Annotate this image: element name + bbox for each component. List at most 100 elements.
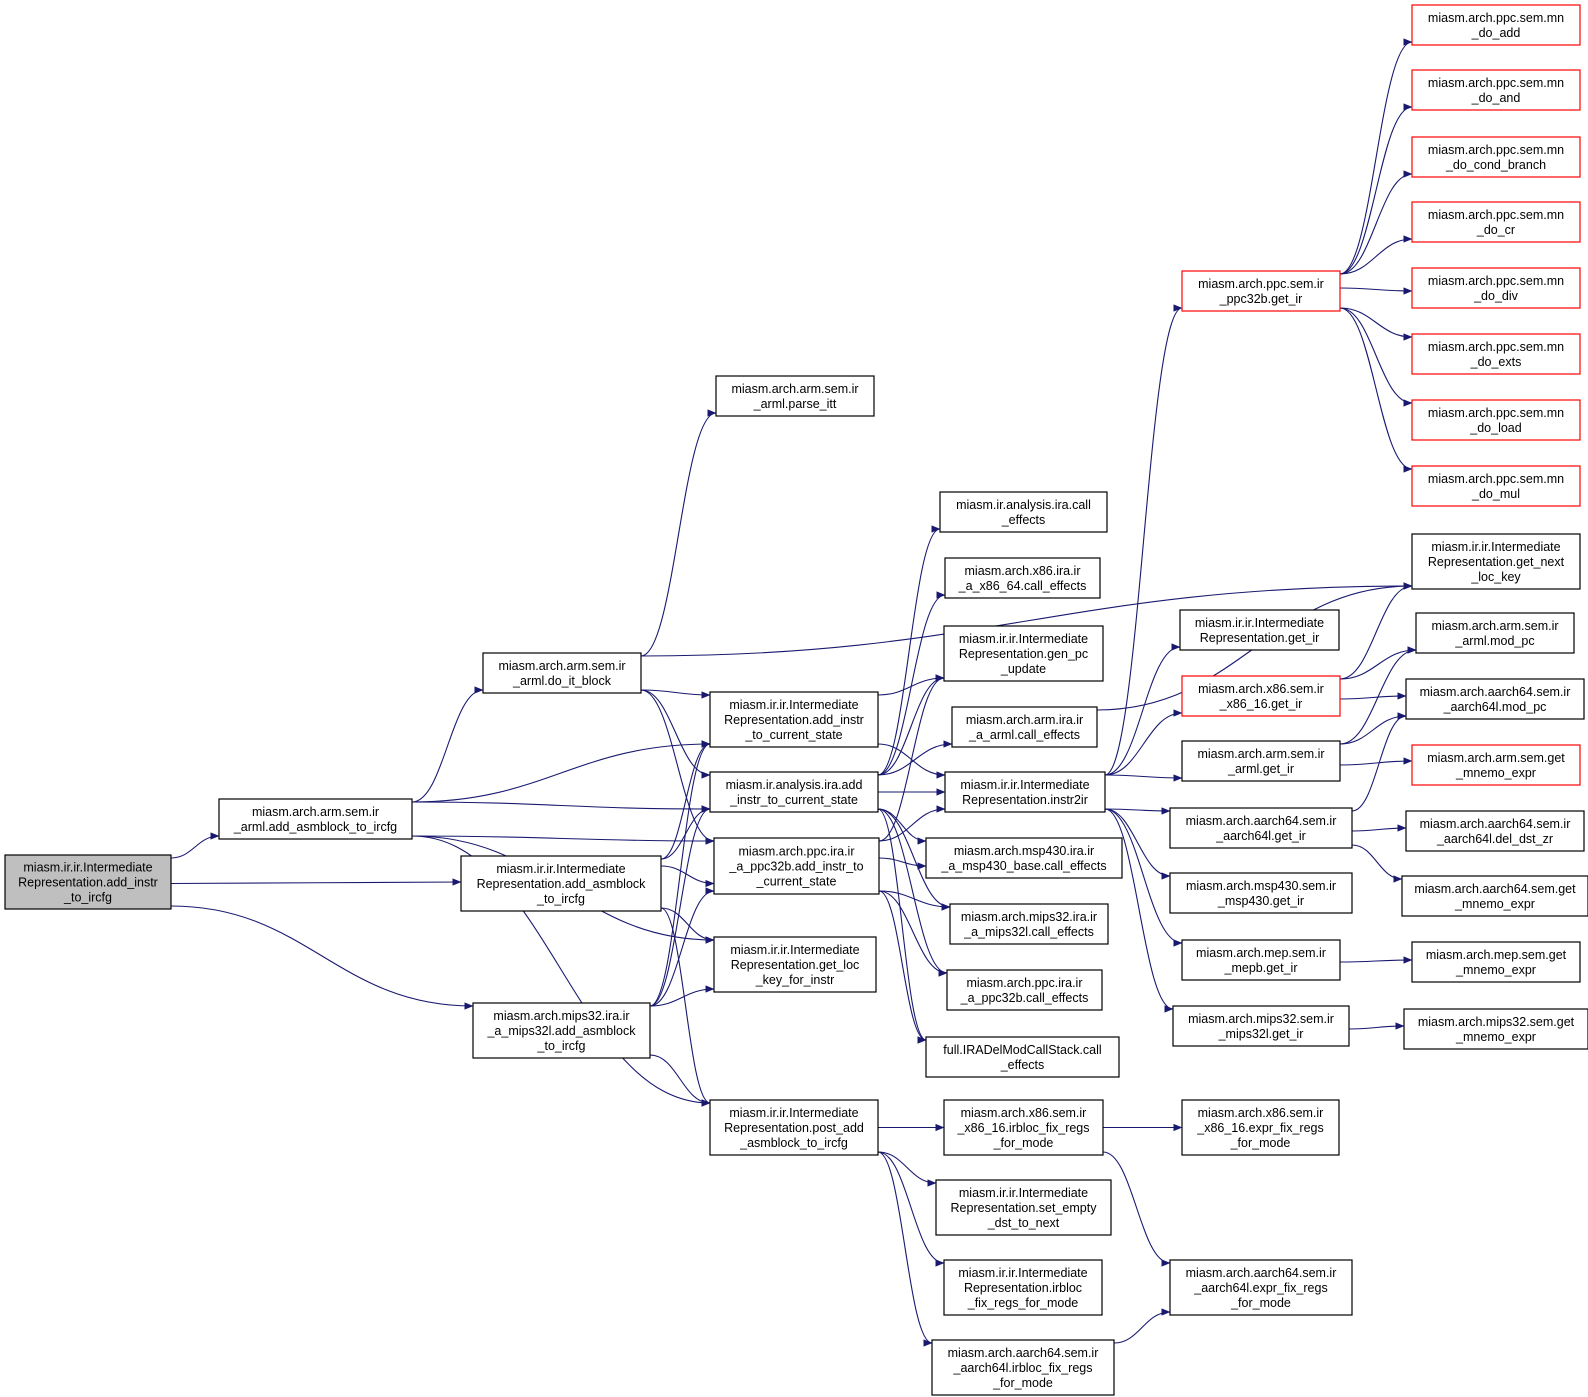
node-gen-pc-update[interactable]: miasm.ir.ir.IntermediateRepresentation.g… bbox=[943, 625, 1104, 682]
node-get-next-loc-key[interactable]: miasm.ir.ir.IntermediateRepresentation.g… bbox=[1411, 533, 1581, 590]
edge-ira_add_instr_cs-to-x86_64_call_eff bbox=[877, 591, 946, 776]
node-mn-do-cr[interactable]: miasm.arch.ppc.sem.mn_do_cr bbox=[1411, 201, 1581, 243]
node-box bbox=[713, 837, 880, 895]
node-label-line: miasm.arch.ppc.sem.mn bbox=[1428, 274, 1564, 288]
node-label-line: miasm.arch.ppc.sem.mn bbox=[1428, 340, 1564, 354]
node-box bbox=[218, 798, 413, 840]
node-ppc-add-instr-cs[interactable]: miasm.arch.ppc.ira.ir_a_ppc32b.add_instr… bbox=[713, 837, 880, 895]
node-mips-get-ir[interactable]: miasm.arch.mips32.sem.ir_mips32l.get_ir bbox=[1172, 1005, 1350, 1047]
node-label-line: _x86_16.expr_fix_regs bbox=[1196, 1121, 1323, 1135]
node-arm-add-asm[interactable]: miasm.arch.arm.sem.ir_arml.add_asmblock_… bbox=[218, 798, 413, 840]
edge-mips_add_asm-to-post_add bbox=[649, 1054, 711, 1107]
node-arm-call-eff[interactable]: miasm.arch.arm.ira.ir_a_arml.call_effect… bbox=[951, 706, 1098, 748]
node-mep-get-ir[interactable]: miasm.arch.mep.sem.ir_mepb.get_ir bbox=[1181, 939, 1341, 981]
node-ppc-call-eff[interactable]: miasm.arch.ppc.ira.ir_a_ppc32b.call_effe… bbox=[946, 969, 1103, 1011]
node-get-loc-key[interactable]: miasm.ir.ir.IntermediateRepresentation.g… bbox=[713, 936, 877, 993]
node-label-line: miasm.arch.aarch64.sem.ir bbox=[1420, 817, 1571, 831]
node-root[interactable]: miasm.ir.ir.IntermediateRepresentation.a… bbox=[4, 854, 172, 910]
node-arm-mod-pc[interactable]: miasm.arch.arm.sem.ir_arml.mod_pc bbox=[1415, 612, 1575, 654]
node-box bbox=[1411, 201, 1581, 243]
node-box bbox=[1411, 69, 1581, 111]
edge-arm_add_asm-to-ir_add_instr_cs bbox=[411, 740, 711, 803]
node-box bbox=[931, 1339, 1115, 1396]
node-x86-get-ir[interactable]: miasm.arch.x86.sem.ir_x86_16.get_ir bbox=[1181, 675, 1341, 717]
node-box bbox=[943, 625, 1104, 682]
node-box bbox=[1411, 399, 1581, 441]
edge-ppc_get_ir-to-mn_do_cond_branch bbox=[1339, 170, 1413, 275]
node-ir-add-asm[interactable]: miasm.ir.ir.IntermediateRepresentation.a… bbox=[460, 855, 662, 912]
node-label-line: _for_mode bbox=[992, 1376, 1053, 1390]
node-post-add[interactable]: miasm.ir.ir.IntermediateRepresentation.p… bbox=[709, 1099, 879, 1156]
node-label-line: _to_ircfg bbox=[536, 892, 585, 906]
node-aarch64-get-mnemo[interactable]: miasm.arch.aarch64.sem.get_mnemo_expr bbox=[1401, 875, 1588, 917]
node-instr2ir[interactable]: miasm.ir.ir.IntermediateRepresentation.i… bbox=[944, 771, 1106, 813]
edge-ppc_get_ir-to-mn_do_and bbox=[1339, 103, 1413, 275]
edge-arm_do_it-to-ppc_add_instr_cs bbox=[640, 689, 715, 845]
node-label-line: miasm.ir.ir.Intermediate bbox=[959, 1186, 1088, 1200]
node-ira-call-eff[interactable]: miasm.ir.analysis.ira.call_effects bbox=[939, 491, 1108, 533]
node-aarch64-get-ir[interactable]: miasm.arch.aarch64.sem.ir_aarch64l.get_i… bbox=[1169, 807, 1353, 849]
node-arm-get-ir[interactable]: miasm.arch.arm.sem.ir_arml.get_ir bbox=[1181, 740, 1341, 782]
node-label-line: _key_for_instr bbox=[755, 973, 835, 987]
edge-ppc_add_instr_cs-to-instr2ir bbox=[878, 805, 946, 842]
node-label-line: Representation.get_ir bbox=[1200, 631, 1320, 645]
node-x86-irbloc-fix[interactable]: miasm.arch.x86.sem.ir_x86_16.irbloc_fix_… bbox=[943, 1099, 1104, 1156]
node-arm-get-mnemo[interactable]: miasm.arch.arm.sem.get_mnemo_expr bbox=[1411, 744, 1581, 786]
node-label-line: _for_mode bbox=[1230, 1296, 1291, 1310]
edge-instr2ir-to-mep_get_ir bbox=[1104, 808, 1183, 947]
node-x86-64-call-eff[interactable]: miasm.arch.x86.ira.ir_a_x86_64.call_effe… bbox=[944, 557, 1101, 599]
node-aarch64-expr-fix[interactable]: miasm.arch.aarch64.sem.ir_aarch64l.expr_… bbox=[1169, 1259, 1353, 1316]
edge-root-to-ir_add_asm bbox=[170, 878, 462, 886]
edge-x86_get_ir-to-arm_mod_pc bbox=[1339, 646, 1417, 680]
node-mn-do-cond-branch[interactable]: miasm.arch.ppc.sem.mn_do_cond_branch bbox=[1411, 136, 1581, 178]
node-label-line: miasm.arch.mips32.ira.ir bbox=[493, 1009, 629, 1023]
node-label-line: _a_arml.call_effects bbox=[968, 728, 1080, 742]
node-label-line: _mepb.get_ir bbox=[1224, 961, 1298, 975]
node-label-line: _asmblock_to_ircfg bbox=[739, 1136, 848, 1150]
node-mn-do-exts[interactable]: miasm.arch.ppc.sem.mn_do_exts bbox=[1411, 333, 1581, 375]
edge-mep_get_ir-to-mep_get_mnemo bbox=[1339, 956, 1413, 964]
node-box bbox=[939, 491, 1108, 533]
node-ira-add-instr-cs[interactable]: miasm.ir.analysis.ira.add_instr_to_curre… bbox=[709, 771, 879, 813]
edge-x86_irbloc_fix-to-aarch64_expr_fix bbox=[1102, 1151, 1171, 1267]
node-label-line: miasm.arch.mips32.ira.ir bbox=[961, 910, 1097, 924]
node-mn-do-load[interactable]: miasm.arch.ppc.sem.mn_do_load bbox=[1411, 399, 1581, 441]
node-mn-do-mul[interactable]: miasm.arch.ppc.sem.mn_do_mul bbox=[1411, 465, 1581, 507]
node-label-line: miasm.arch.aarch64.sem.ir bbox=[1186, 1266, 1337, 1280]
node-ppc-get-ir[interactable]: miasm.arch.ppc.sem.ir_ppc32b.get_ir bbox=[1181, 270, 1341, 312]
node-box bbox=[944, 771, 1106, 813]
node-box bbox=[1411, 267, 1581, 309]
node-msp430-call-eff[interactable]: miasm.arch.msp430.ira.ir_a_msp430_base.c… bbox=[925, 837, 1123, 879]
node-aarch64-del-dst[interactable]: miasm.arch.aarch64.sem.ir_aarch64l.del_d… bbox=[1405, 810, 1585, 852]
node-mn-do-add[interactable]: miasm.arch.ppc.sem.mn_do_add bbox=[1411, 4, 1581, 46]
node-label-line: _mnemo_expr bbox=[1454, 897, 1535, 911]
node-label-line: miasm.arch.msp430.ira.ir bbox=[954, 844, 1094, 858]
node-x86-expr-fix[interactable]: miasm.arch.x86.sem.ir_x86_16.expr_fix_re… bbox=[1181, 1099, 1340, 1156]
node-aarch64-irbloc-fix[interactable]: miasm.arch.aarch64.sem.ir_aarch64l.irblo… bbox=[931, 1339, 1115, 1396]
node-label-line: _do_cr bbox=[1476, 223, 1515, 237]
node-ir-irbloc-fix[interactable]: miasm.ir.ir.IntermediateRepresentation.i… bbox=[943, 1259, 1103, 1316]
node-label-line: miasm.arch.ppc.ira.ir bbox=[967, 976, 1083, 990]
node-mips-add-asm[interactable]: miasm.arch.mips32.ira.ir_a_mips32l.add_a… bbox=[472, 1002, 651, 1059]
node-arm-do-it[interactable]: miasm.arch.arm.sem.ir_arml.do_it_block bbox=[482, 652, 642, 694]
node-set-empty-dst[interactable]: miasm.ir.ir.IntermediateRepresentation.s… bbox=[935, 1179, 1112, 1236]
node-mips-get-mnemo[interactable]: miasm.arch.mips32.sem.get_mnemo_expr bbox=[1403, 1008, 1588, 1050]
node-full-call-eff[interactable]: full.IRADelModCallStack.call_effects bbox=[925, 1036, 1120, 1078]
edge-arm_add_asm-to-post_add bbox=[411, 835, 711, 1107]
node-label-line: _a_ppc32b.add_instr_to bbox=[728, 860, 863, 874]
node-mn-do-and[interactable]: miasm.arch.ppc.sem.mn_do_and bbox=[1411, 69, 1581, 111]
node-label-line: miasm.arch.ppc.sem.mn bbox=[1428, 472, 1564, 486]
edge-ppc_add_instr_cs-to-mips_call_eff bbox=[878, 890, 951, 911]
node-mn-do-div[interactable]: miasm.arch.ppc.sem.mn_do_div bbox=[1411, 267, 1581, 309]
node-mips-call-eff[interactable]: miasm.arch.mips32.ira.ir_a_mips32l.call_… bbox=[949, 903, 1109, 945]
node-ir-add-instr-cs[interactable]: miasm.ir.ir.IntermediateRepresentation.a… bbox=[709, 691, 879, 748]
edge-ira_add_instr_cs-to-msp430_call_eff bbox=[877, 808, 927, 845]
node-ir-get-ir[interactable]: miasm.ir.ir.IntermediateRepresentation.g… bbox=[1179, 609, 1340, 651]
node-aarch64-mod-pc[interactable]: miasm.arch.aarch64.sem.ir_aarch64l.mod_p… bbox=[1405, 678, 1585, 720]
node-label-line: _instr_to_current_state bbox=[729, 793, 858, 807]
node-mep-get-mnemo[interactable]: miasm.arch.mep.sem.get_mnemo_expr bbox=[1411, 941, 1581, 983]
edge-ir_add_asm-to-ir_add_instr_cs bbox=[660, 740, 711, 860]
node-msp430-get-ir[interactable]: miasm.arch.msp430.sem.ir_msp430.get_ir bbox=[1169, 872, 1353, 914]
node-arm-parse-itt[interactable]: miasm.arch.arm.sem.ir_arml.parse_itt bbox=[715, 375, 875, 417]
